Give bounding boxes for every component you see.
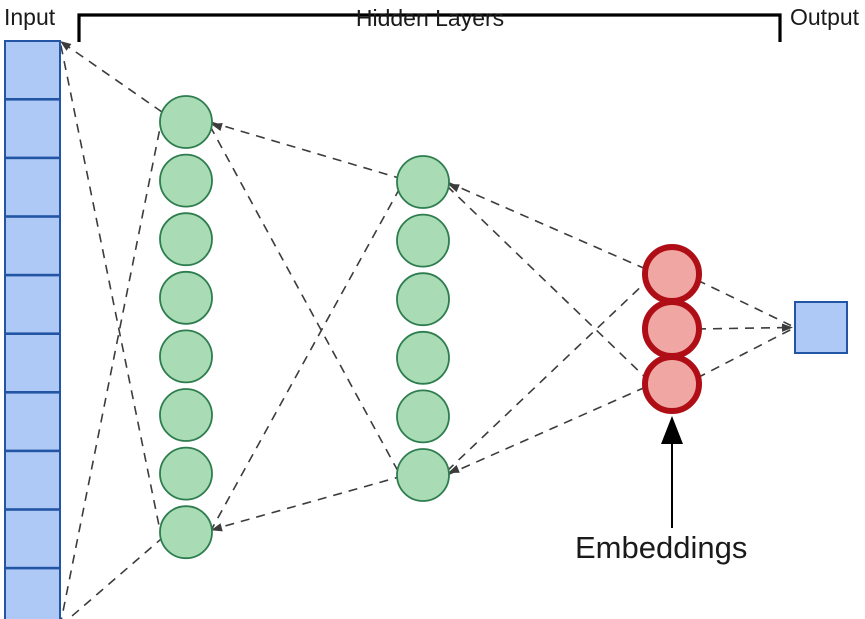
embedding-node	[642, 354, 702, 414]
connection-edge	[67, 537, 163, 619]
hidden-node	[159, 270, 213, 325]
hidden-node	[396, 448, 450, 502]
input-node	[4, 40, 61, 100]
connection-edge	[60, 117, 163, 619]
hidden-layers-label: Hidden Layers	[356, 5, 504, 31]
edge-arrowhead	[448, 464, 460, 473]
input-node	[4, 450, 61, 511]
output-node	[794, 301, 848, 354]
hidden-layers-bracket	[77, 13, 782, 42]
connection-edge	[446, 181, 649, 271]
hidden-node	[159, 446, 213, 501]
input-node	[4, 274, 61, 335]
connection-edge	[446, 385, 649, 476]
connection-edge	[209, 476, 400, 531]
input-node	[4, 508, 61, 569]
hidden-node	[396, 389, 450, 444]
embedding-layer	[642, 244, 702, 414]
edge-arrowhead	[448, 184, 460, 193]
connection-edge	[59, 40, 163, 113]
connection-edge	[696, 279, 792, 327]
edge-arrowhead	[60, 41, 72, 51]
embeddings-callout-arrow	[661, 416, 683, 528]
input-node	[4, 98, 61, 159]
connection-edge	[209, 185, 402, 533]
hidden-node	[159, 329, 213, 384]
output-label: Output	[790, 4, 860, 30]
input-label: Input	[4, 4, 56, 30]
hidden-node	[159, 95, 213, 149]
connection-edge	[446, 279, 649, 472]
hidden-node	[159, 388, 213, 442]
embedding-node	[642, 244, 702, 304]
embedding-node	[642, 299, 702, 359]
hidden-node	[396, 272, 450, 327]
input-node	[4, 567, 61, 619]
hidden-layer-2	[396, 155, 450, 502]
connection-edge	[209, 125, 400, 474]
input-node	[4, 157, 61, 218]
input-node	[4, 391, 61, 452]
input-node	[4, 333, 61, 393]
connection-edge	[446, 185, 649, 381]
input-node	[4, 215, 61, 276]
edge-arrowhead	[211, 523, 223, 532]
hidden-node	[159, 505, 213, 560]
hidden-node	[396, 213, 450, 268]
connection-edge	[696, 328, 792, 379]
connection-edge	[209, 121, 400, 179]
hidden-layer-1	[159, 95, 213, 560]
embeddings-label: Embeddings	[575, 530, 747, 565]
connection-edge	[59, 40, 163, 541]
hidden-node	[396, 330, 450, 385]
hidden-node	[396, 155, 450, 209]
edge-arrowhead	[211, 122, 223, 132]
connection-edges	[59, 40, 793, 619]
input-layer	[4, 40, 61, 619]
edge-arrowhead	[781, 323, 793, 332]
hidden-node	[159, 153, 213, 208]
connection-edge	[696, 326, 792, 330]
output-layer	[794, 301, 848, 354]
hidden-node	[159, 212, 213, 267]
